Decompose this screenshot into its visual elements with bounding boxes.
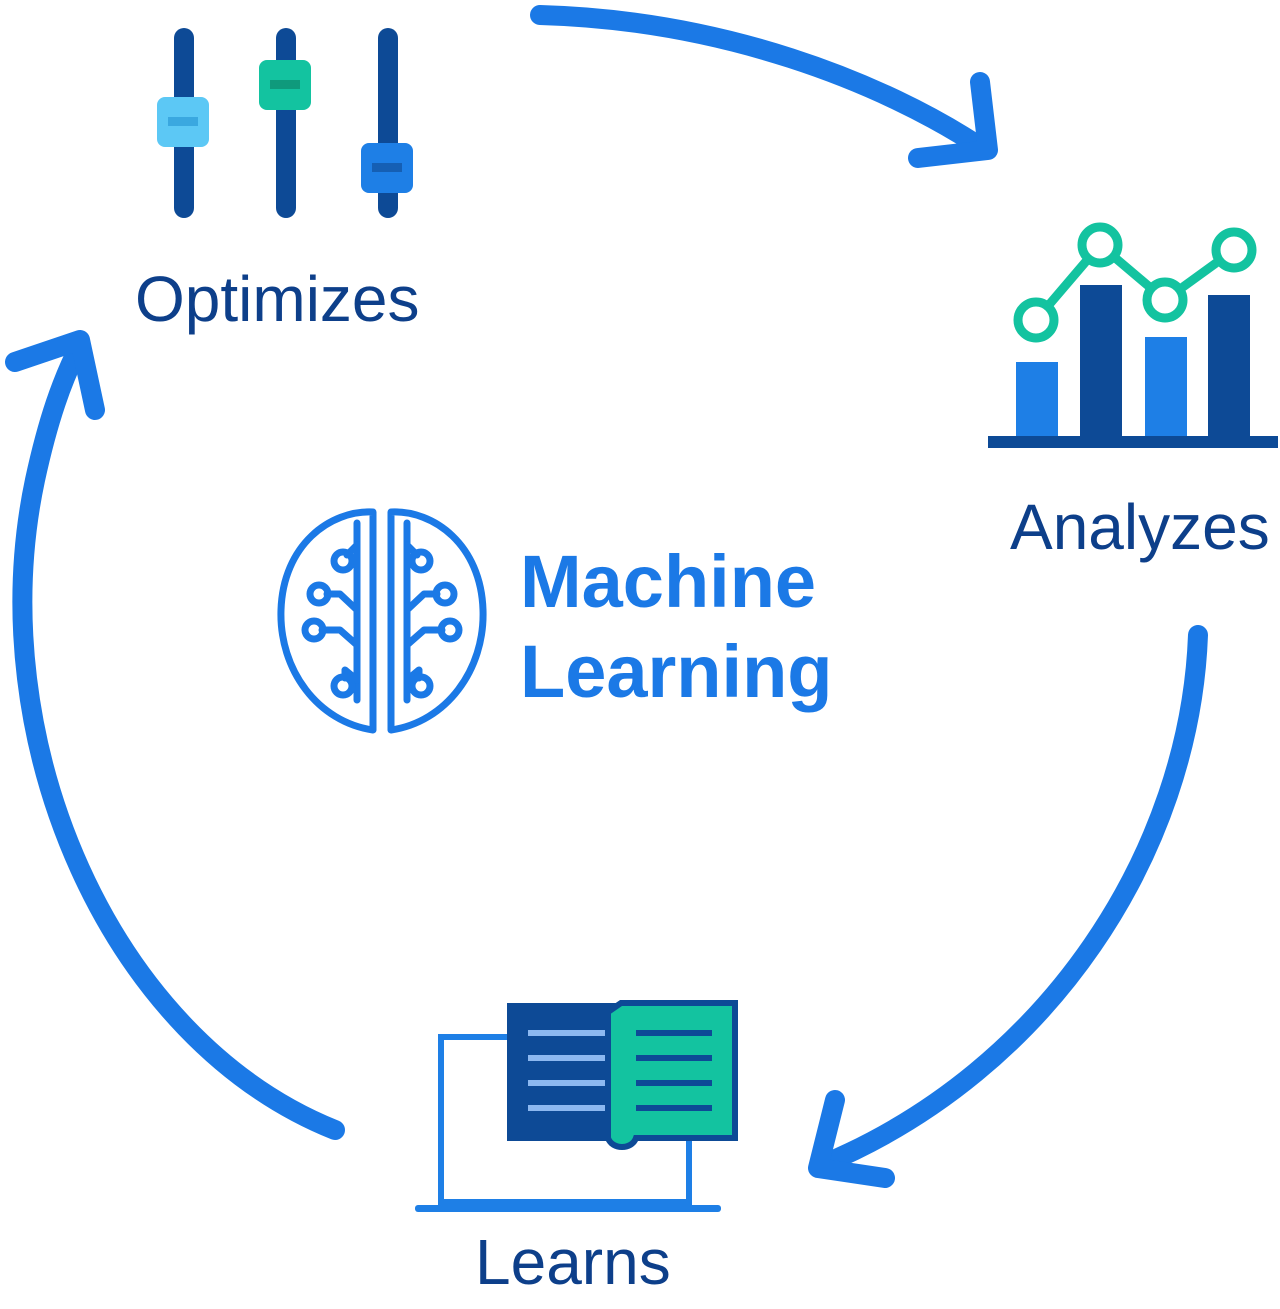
arrow-optimizes-to-analyzes <box>530 5 995 160</box>
cycle-arrows <box>5 5 1208 1188</box>
center-title-line1: Machine <box>520 540 817 623</box>
arrow-learns-to-optimizes <box>12 335 345 1140</box>
sliders-icon <box>157 28 413 218</box>
center-title-line2: Learning <box>520 630 833 713</box>
stage-label-analyzes: Analyzes <box>1010 491 1270 563</box>
stage-label-learns: Learns <box>475 1226 671 1298</box>
bar-line-chart-icon <box>988 222 1278 448</box>
arrow-analyzes-to-learns <box>812 625 1208 1175</box>
laptop-book-icon <box>415 1000 738 1212</box>
stage-label-optimizes: Optimizes <box>135 263 420 335</box>
arrowhead-learns <box>808 1090 895 1188</box>
brain-circuit-icon <box>277 508 487 734</box>
arrowhead-analyzes <box>908 72 998 168</box>
arrowhead-optimizes <box>5 330 105 420</box>
